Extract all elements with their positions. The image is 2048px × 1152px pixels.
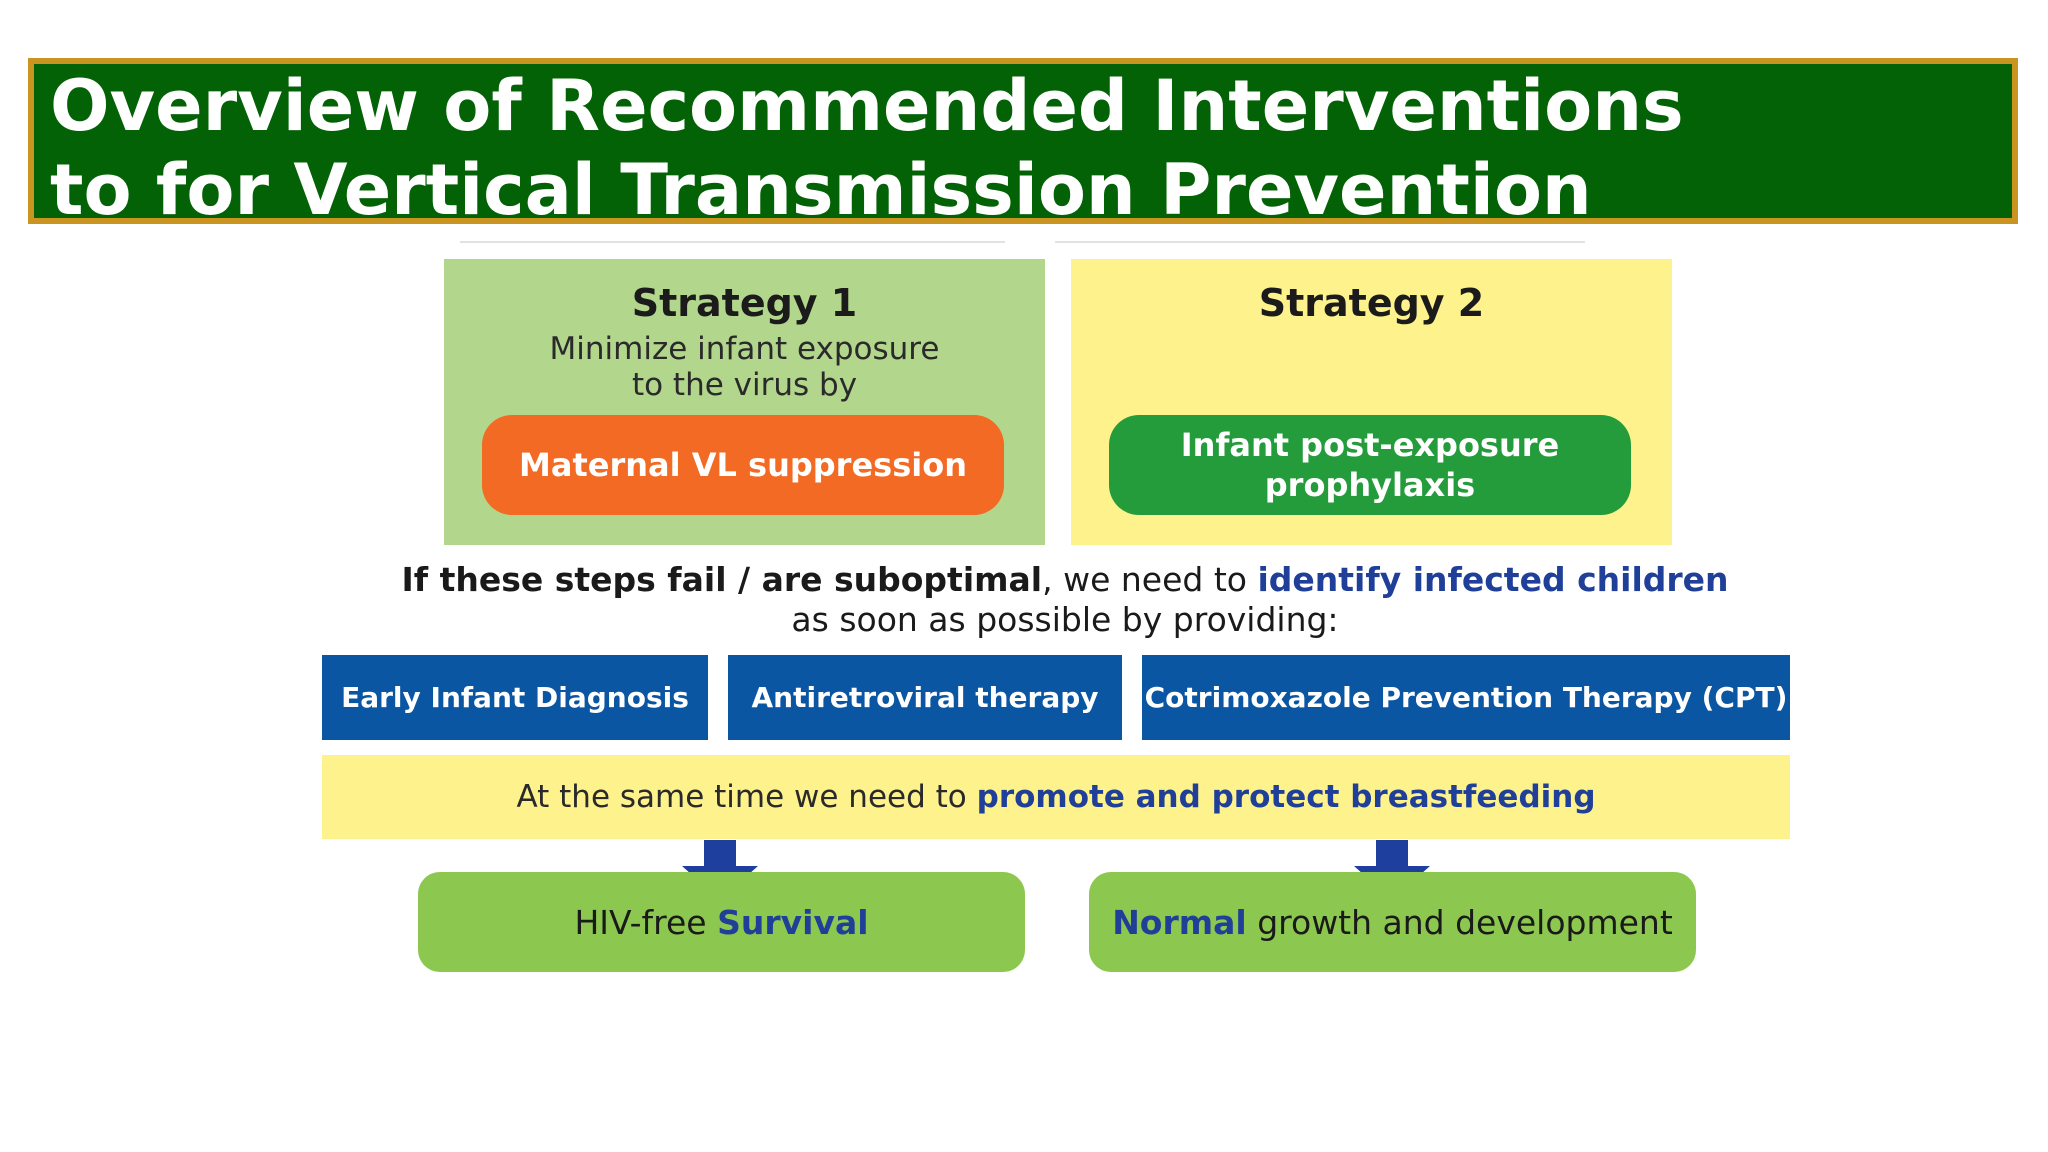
outcome-1-prefix: HIV-free (574, 902, 718, 942)
outcome-2-highlight: Normal (1112, 902, 1247, 942)
divider-left (460, 241, 1005, 243)
strategy-2-panel: Strategy 2 Infant post-exposure prophyla… (1071, 259, 1672, 545)
fail-message-strong: If these steps fail / are suboptimal (401, 560, 1043, 599)
outcome-normal-growth: Normal growth and development (1089, 872, 1696, 972)
strategy-1-subtitle-line-1: Minimize infant exposure (549, 331, 940, 367)
infant-prophylaxis-line-1: Infant post-exposure (1180, 426, 1560, 464)
fail-message-highlight: identify infected children (1257, 560, 1729, 599)
outcome-1-highlight: Survival (717, 902, 869, 942)
service-early-infant-diagnosis: Early Infant Diagnosis (322, 655, 708, 740)
strategy-1-heading: Strategy 1 (631, 281, 858, 325)
maternal-vl-suppression-pill: Maternal VL suppression (482, 415, 1004, 515)
title-line-1: Overview of Recommended Interventions (50, 65, 1684, 147)
down-arrow-icon (682, 840, 758, 900)
title-line-2: to for Vertical Transmission Prevention (50, 149, 1592, 231)
down-arrow-icon (1354, 840, 1430, 900)
breastfeeding-band: At the same time we need to promote and … (322, 755, 1790, 839)
fail-message-line-1: If these steps fail / are suboptimal, we… (380, 560, 1750, 600)
service-cpt: Cotrimoxazole Prevention Therapy (CPT) (1142, 655, 1790, 740)
service-antiretroviral-therapy: Antiretroviral therapy (728, 655, 1122, 740)
divider-right (1055, 241, 1585, 243)
strategy-1-panel: Strategy 1 Minimize infant exposure to t… (444, 259, 1045, 545)
outcome-2-suffix: growth and development (1246, 902, 1673, 942)
breastfeeding-highlight: promote and protect breastfeeding (976, 779, 1596, 815)
infant-prophylaxis-pill: Infant post-exposure prophylaxis (1109, 415, 1631, 515)
outcome-hiv-free-survival: HIV-free Survival (418, 872, 1025, 972)
strategy-1-subtitle-line-2: to the virus by (631, 367, 858, 403)
title-banner: Overview of Recommended Interventions to… (28, 58, 2018, 231)
strategy-2-heading: Strategy 2 (1258, 281, 1485, 325)
strategy-1-subtitle: Minimize infant exposure to the virus by (444, 331, 1045, 403)
breastfeeding-prefix: At the same time we need to (516, 779, 977, 815)
fail-message-line-2: as soon as possible by providing: (791, 600, 1339, 639)
fail-message: If these steps fail / are suboptimal, we… (380, 560, 1750, 640)
infant-prophylaxis-line-2: prophylaxis (1264, 466, 1476, 504)
fail-message-middle: , we need to (1042, 560, 1258, 599)
